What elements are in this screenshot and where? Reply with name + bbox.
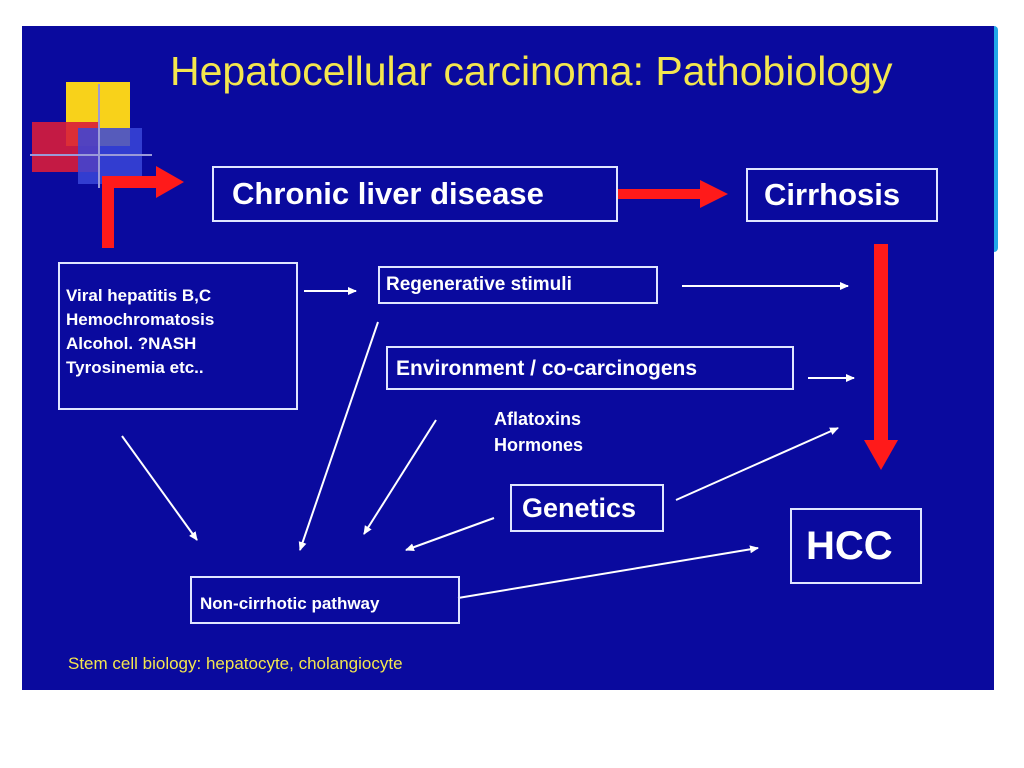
decorative-line-vertical	[98, 84, 100, 188]
node-regenerative-stimuli: Regenerative stimuli	[378, 266, 658, 304]
arrow-regenerative-to-noncirrhotic	[298, 321, 379, 551]
arrows-layer	[102, 166, 898, 599]
node-hcc: HCC	[790, 508, 922, 584]
node-genetics: Genetics	[510, 484, 664, 532]
node-hcc-label: HCC	[806, 524, 893, 568]
node-causes: Viral hepatitis B,C Hemochromatosis Alco…	[58, 262, 298, 410]
cause-item: Hemochromatosis	[66, 310, 215, 329]
node-chronic-liver-disease-label: Chronic liver disease	[232, 176, 544, 211]
cause-item: Viral hepatitis B,C	[66, 286, 212, 305]
node-environment: Environment / co-carcinogens	[386, 346, 794, 390]
slide: Hepatocellular carcinoma: Pathobiology	[22, 26, 994, 690]
cofactors-list: Aflatoxins Hormones	[494, 406, 583, 458]
decorative-square-blue	[78, 128, 142, 184]
node-non-cirrhotic-pathway-label: Non-cirrhotic pathway	[200, 594, 380, 613]
cause-item: Tyrosinemia etc..	[66, 358, 204, 377]
arrow-environment-to-noncirrhotic	[363, 419, 437, 535]
node-cirrhosis-label: Cirrhosis	[764, 177, 901, 212]
node-environment-label: Environment / co-carcinogens	[396, 357, 698, 380]
arrow-noncirrhotic-to-hcc	[457, 545, 759, 599]
red-arrow-to-cirrhosis	[618, 180, 728, 208]
arrow-causes-to-noncirrhotic	[121, 435, 198, 541]
node-regenerative-stimuli-label: Regenerative stimuli	[386, 274, 572, 295]
node-non-cirrhotic-pathway: Non-cirrhotic pathway	[190, 576, 460, 624]
cause-item: Alcohol. ?NASH	[66, 334, 197, 353]
node-chronic-liver-disease: Chronic liver disease	[212, 166, 618, 222]
decorative-line-horizontal	[30, 154, 152, 156]
slide-title: Hepatocellular carcinoma: Pathobiology	[170, 48, 893, 94]
red-arrow-to-hcc	[864, 244, 898, 470]
arrow-genetics-to-noncirrhotic	[405, 517, 495, 552]
node-cirrhosis: Cirrhosis	[746, 168, 938, 222]
slide-footer: Stem cell biology: hepatocyte, cholangio…	[68, 654, 403, 673]
node-genetics-label: Genetics	[522, 493, 637, 523]
cofactor-item: Aflatoxins	[494, 409, 582, 429]
arrow-genetics-to-hcc	[675, 427, 839, 501]
elbow-red-arrow	[102, 166, 184, 248]
cofactor-item: Hormones	[494, 435, 584, 455]
